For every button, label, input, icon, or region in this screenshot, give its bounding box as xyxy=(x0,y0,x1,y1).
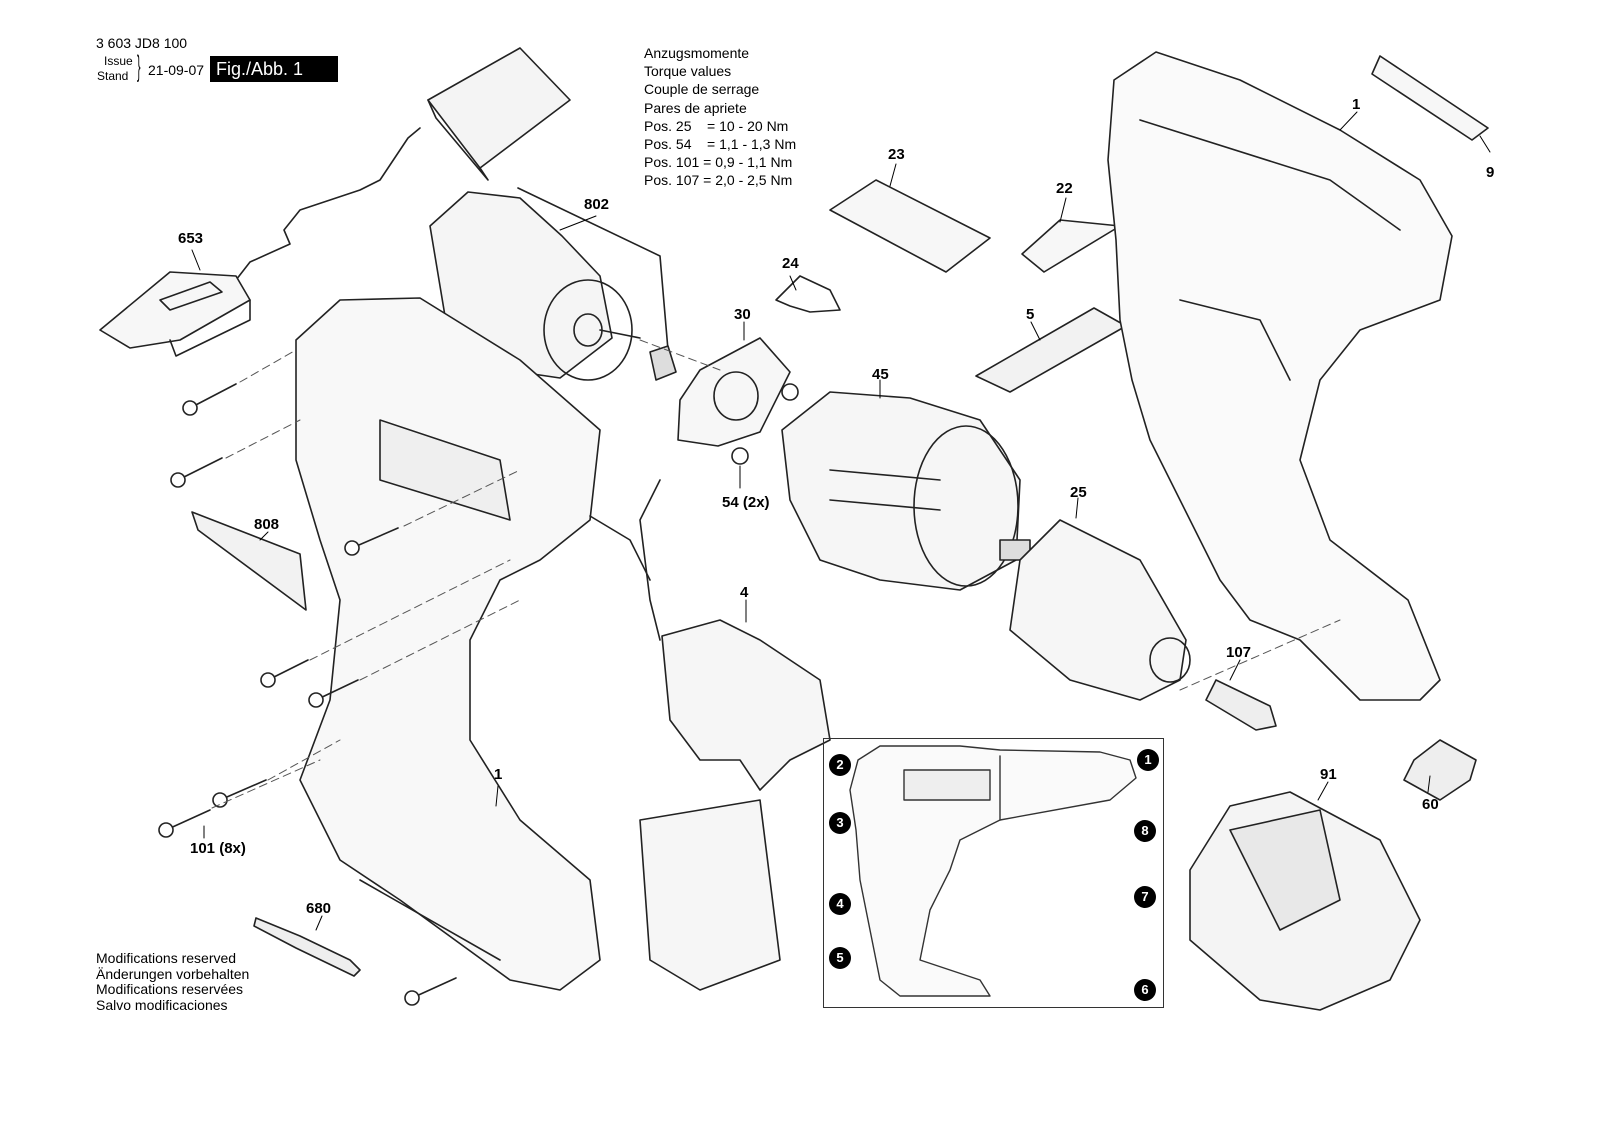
switch-assembly-4 xyxy=(589,479,831,991)
issue-brace: } xyxy=(137,50,141,83)
callout-680: 680 xyxy=(306,900,332,917)
callout-60: 60 xyxy=(1422,796,1439,813)
modifications-note: Modifications reserved Änderungen vorbeh… xyxy=(96,950,250,1013)
inset-marker-2: 2 xyxy=(829,754,851,776)
callout-808: 808 xyxy=(254,516,280,533)
label-9 xyxy=(1371,55,1489,141)
plate-30 xyxy=(677,337,799,465)
callout-9: 9 xyxy=(1486,164,1495,181)
inset-marker-6: 6 xyxy=(1134,979,1156,1001)
figure-label: Fig./Abb. 1 xyxy=(210,56,338,82)
charger-653 xyxy=(99,47,571,357)
pad-5 xyxy=(975,307,1127,393)
issue-date: 21-09-07 xyxy=(148,62,205,78)
leader-lines xyxy=(211,339,1341,809)
ring-24 xyxy=(775,275,841,313)
torque-line: Pos. 101 = 0,9 - 1,1 Nm xyxy=(644,154,793,171)
spacer-60 xyxy=(1403,739,1477,801)
callout-45: 45 xyxy=(872,366,889,383)
insert-808 xyxy=(191,511,307,611)
torque-line: Couple de serrage xyxy=(644,81,760,98)
inset-marker-5: 5 xyxy=(829,947,851,969)
inset-marker-1: 1 xyxy=(1137,749,1159,771)
inset-marker-7: 7 xyxy=(1134,886,1156,908)
bit-680 xyxy=(253,917,361,977)
footer-line: Änderungen vorbehalten xyxy=(96,965,250,982)
torque-line: Anzugsmomente xyxy=(644,45,750,61)
switch-23 xyxy=(829,179,991,273)
callout-653: 653 xyxy=(178,230,204,247)
label-22 xyxy=(1021,219,1121,273)
callout-54: 54 (2x) xyxy=(722,494,770,511)
screws-101 xyxy=(158,383,457,1006)
inset-drill xyxy=(849,745,1137,997)
callout-23: 23 xyxy=(888,146,905,163)
footer-line: Salvo modificaciones xyxy=(96,996,228,1013)
callout-101: 101 (8x) xyxy=(190,840,246,857)
screw-107 xyxy=(1205,679,1277,731)
stand-label: Stand xyxy=(97,69,129,83)
callout-ticks xyxy=(191,111,1491,931)
housing-left xyxy=(295,297,601,991)
gearbox-45 xyxy=(781,391,1031,591)
torque-line: Pos. 54 = 1,1 - 1,3 Nm xyxy=(644,136,797,153)
callout-107: 107 xyxy=(1226,644,1252,661)
torque-line: Pos. 107 = 2,0 - 2,5 Nm xyxy=(644,172,793,189)
callout-4: 4 xyxy=(740,584,749,601)
torque-line: Torque values xyxy=(644,63,732,80)
callout-25: 25 xyxy=(1070,484,1087,501)
torque-line: Pares de apriete xyxy=(644,99,747,116)
callout-5: 5 xyxy=(1026,306,1035,323)
inset-screw-locations xyxy=(823,738,1164,1008)
callout-1-right: 1 xyxy=(1352,96,1361,113)
document-number: 3 603 JD8 100 xyxy=(96,35,188,51)
callout-802: 802 xyxy=(584,196,610,213)
callout-24: 24 xyxy=(782,255,799,272)
chuck-25 xyxy=(1009,519,1191,701)
footer-line: Modifications reserved xyxy=(96,950,237,966)
callout-91: 91 xyxy=(1320,766,1337,783)
inset-marker-3: 3 xyxy=(829,812,851,834)
inset-marker-4: 4 xyxy=(829,893,851,915)
housing-right xyxy=(1107,51,1453,701)
callout-1-left: 1 xyxy=(494,766,503,783)
inset-marker-8: 8 xyxy=(1134,820,1156,842)
torque-values-block: Anzugsmomente Torque values Couple de se… xyxy=(644,44,796,190)
footer-line: Modifications reservées xyxy=(96,981,244,997)
torque-line: Pos. 25 = 10 - 20 Nm xyxy=(644,117,789,134)
callout-22: 22 xyxy=(1056,180,1073,197)
battery-91 xyxy=(1189,791,1421,1011)
callout-30: 30 xyxy=(734,306,751,323)
issue-label: Issue xyxy=(104,54,133,68)
